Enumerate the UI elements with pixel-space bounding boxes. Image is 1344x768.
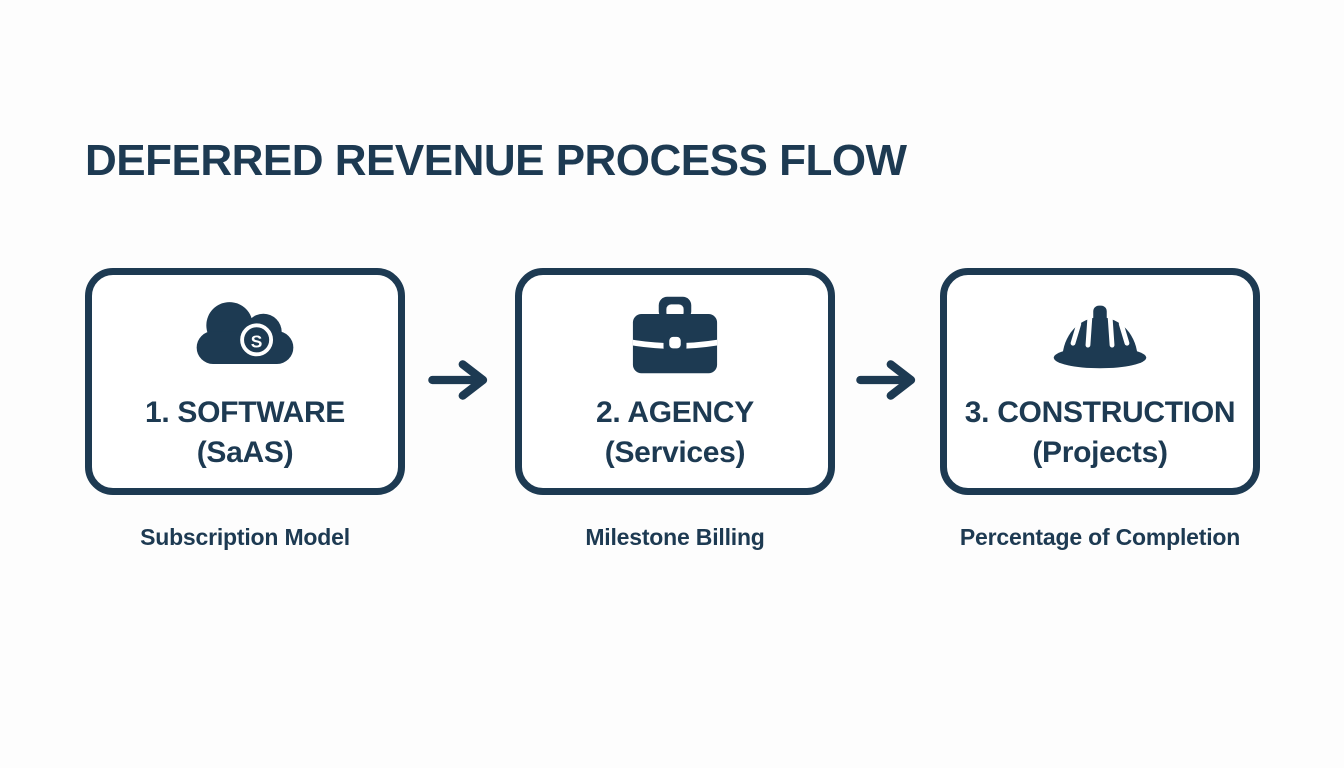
caption-subscription-model: Subscription Model xyxy=(140,524,350,550)
step-label: 3. CONSTRUCTION xyxy=(964,396,1236,429)
step-sublabel: (Services) xyxy=(604,436,746,469)
step-label: 1. SOFTWARE xyxy=(144,396,346,429)
step-box-construction: 3. CONSTRUCTION (Projects) xyxy=(940,268,1260,495)
page-title: DEFERRED REVENUE PROCESS FLOW xyxy=(85,136,907,185)
step-box-software: S 1. SOFTWARE (SaAS) xyxy=(85,268,405,495)
briefcase-icon xyxy=(626,289,724,381)
dollar-s-glyph: S xyxy=(251,331,263,351)
step-sublabel: (SaAS) xyxy=(196,436,294,469)
hard-hat-icon xyxy=(1047,289,1153,381)
step-sublabel: (Projects) xyxy=(1032,436,1168,469)
caption-percentage-of-completion: Percentage of Completion xyxy=(959,524,1241,550)
step-box-agency: 2. AGENCY (Services) xyxy=(515,268,835,495)
cloud-dollar-icon: S xyxy=(187,289,303,381)
step-label: 2. AGENCY xyxy=(596,396,754,429)
caption-milestone-billing: Milestone Billing xyxy=(585,524,765,550)
arrow-right-icon xyxy=(427,357,493,403)
arrow-right-icon xyxy=(855,357,921,403)
